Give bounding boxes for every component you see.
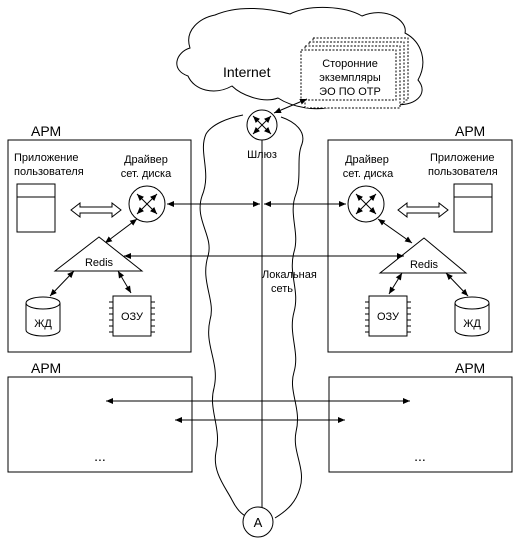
local-network-region xyxy=(199,114,304,519)
internet-title: Internet xyxy=(223,64,271,80)
arm-top-right-redis-label: Redis xyxy=(410,259,439,271)
arm-top-left-driver-label-1: Драйвер xyxy=(124,154,168,166)
lan-label-line-1: Локальная xyxy=(262,269,317,281)
arm-top-left-disk-icon xyxy=(25,296,61,337)
arm-top-right-box xyxy=(327,139,513,353)
remote-copies-line-1: Сторонние xyxy=(322,58,378,70)
gateway-router-icon xyxy=(246,109,278,141)
arm-top-right-ram-label: ОЗУ xyxy=(377,311,400,323)
arm-top-left-driver-icon xyxy=(128,185,166,223)
arm-top-right-driver-label-2: сет. диска xyxy=(343,168,394,180)
arm-top-right-app-label-2: пользователя xyxy=(428,166,498,178)
arm-top-left-app-window xyxy=(16,183,56,233)
arm-top-right-double-arrow xyxy=(397,201,449,219)
arm-top-left-disk-label: ЖД xyxy=(34,318,52,330)
node-a xyxy=(242,506,274,538)
arm-bottom-left-ellipsis: ... xyxy=(94,448,106,464)
arm-top-left-driver-label-2: сет. диска xyxy=(121,168,172,180)
arm-top-right-disk-label: ЖД xyxy=(463,318,481,330)
arm-top-right-redis-disk-arrow xyxy=(445,272,469,297)
arm-top-right-driver-icon xyxy=(347,185,385,223)
lan-label-line-2: сеть xyxy=(271,283,293,295)
arm-bottom-right-title: АРМ xyxy=(455,360,485,376)
arm-top-right-disk-icon xyxy=(454,296,490,337)
gateway-label: Шлюз xyxy=(247,149,277,161)
arm-bottom-right-box xyxy=(328,376,513,473)
arm-top-left-ram-icon xyxy=(109,295,155,337)
arm-top-right-app-label-1: Приложение xyxy=(430,152,495,164)
arm-bottom-left-box xyxy=(7,376,193,473)
gateway-to-internet-arrow xyxy=(273,98,308,114)
arm-top-right-app-window xyxy=(453,183,493,233)
arm-top-right-driver-label-1: Драйвер xyxy=(345,154,389,166)
arm-top-left-redis-disk-arrow xyxy=(49,270,75,297)
arm-top-right-redis-ram-arrow xyxy=(388,272,403,295)
arm-top-right-driver-redis-arrow xyxy=(377,218,413,244)
arm-top-left-double-arrow xyxy=(70,201,122,219)
arm-top-left-app-label-2: пользователя xyxy=(14,166,84,178)
node-a-label: А xyxy=(254,515,263,530)
arm-bottom-right-ellipsis: ... xyxy=(414,448,426,464)
arm-top-left-ram-label: ОЗУ xyxy=(121,311,144,323)
arm-bottom-left-title: АРМ xyxy=(31,360,61,376)
remote-copies-line-3: ЭО ПО ОТР xyxy=(319,86,381,98)
remote-copies-line-2: экземпляры xyxy=(319,72,381,84)
arm-top-left-title: АРМ xyxy=(31,123,61,139)
arm-top-left-redis-ram-arrow xyxy=(117,270,132,294)
arm-top-left-redis-triangle xyxy=(53,236,144,272)
arm-top-left-driver-redis-arrow xyxy=(104,218,138,244)
arm-top-right-ram-icon xyxy=(365,295,411,337)
arm-top-left-box xyxy=(7,139,192,353)
arm-top-left-redis-label: Redis xyxy=(85,257,114,269)
remote-copies-stack xyxy=(300,37,409,109)
arm-top-left-app-label-1: Приложение xyxy=(14,152,79,164)
arm-top-right-title: АРМ xyxy=(455,123,485,139)
